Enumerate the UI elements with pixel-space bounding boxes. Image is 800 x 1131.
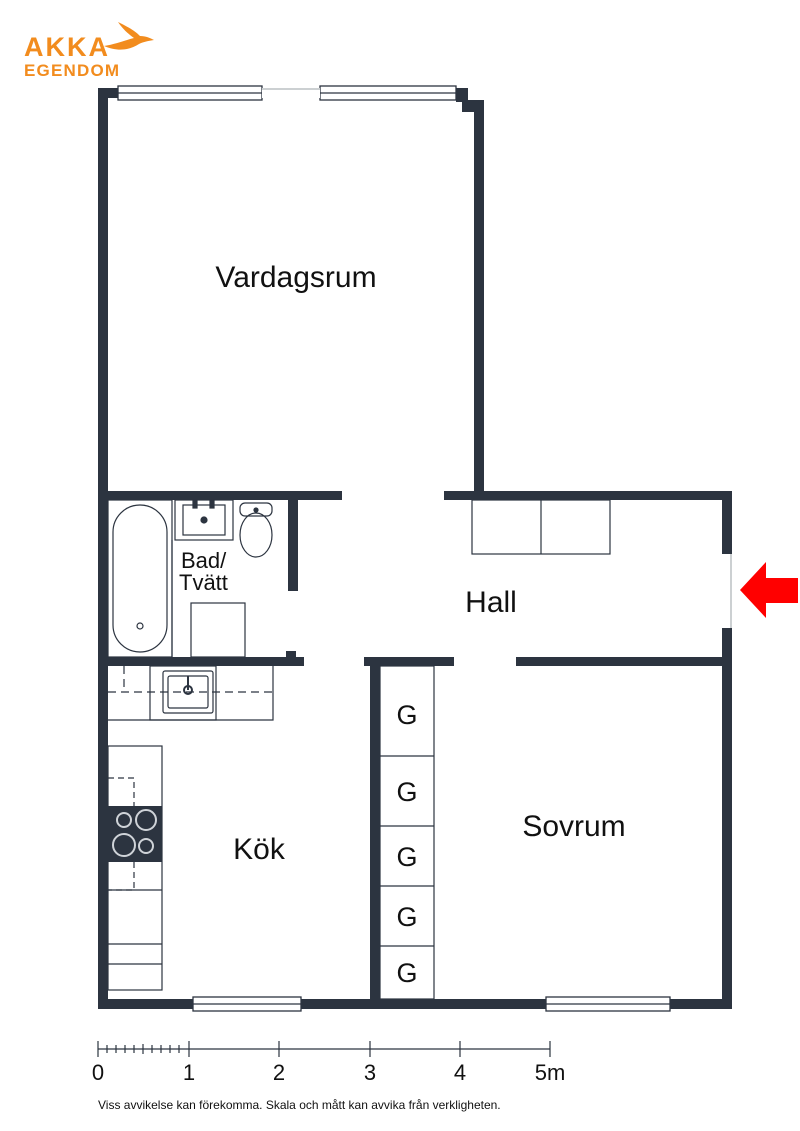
kitchen-sink-icon [162, 670, 214, 714]
wardrobe-label: G [396, 958, 417, 988]
room-label-hall: Hall [465, 586, 517, 619]
washing-machine [190, 602, 246, 658]
hall-wardrobe [471, 499, 611, 555]
wardrobe-label: G [396, 777, 417, 807]
bathtub-icon [112, 504, 168, 653]
scale-tick-label: 3 [364, 1060, 376, 1085]
entrance-arrow-icon [740, 562, 798, 618]
wardrobe-labels: G G G G G [396, 700, 417, 988]
wardrobe-label: G [396, 902, 417, 932]
disclaimer-text: Viss avvikelse kan förekomma. Skala och … [98, 1098, 501, 1112]
window-top-right [319, 85, 457, 101]
kitchen-sink-counter [149, 665, 217, 721]
brand-line1: AKKA [24, 32, 110, 62]
stove-icon [108, 806, 162, 862]
sink-counter [174, 499, 234, 541]
scale-tick-label: 1 [183, 1060, 195, 1085]
window-top-left [117, 85, 263, 101]
bathtub-drain [136, 622, 144, 630]
scale-bar [97, 1041, 551, 1057]
toilet-icon [239, 512, 273, 558]
room-label-bath-line1: Bad/ [181, 548, 227, 573]
wardrobe-label: G [396, 842, 417, 872]
balcony-opening [262, 88, 320, 98]
scale-tick-label: 4 [454, 1060, 466, 1085]
bathtub-frame [107, 499, 173, 658]
bird-icon [104, 22, 154, 50]
window-bedroom [545, 996, 671, 1012]
kitchen-fixtures [107, 665, 274, 991]
sink-icon [182, 504, 226, 536]
room-label-living: Vardagsrum [215, 261, 376, 294]
scale-tick-label: 5m [535, 1060, 566, 1085]
entrance-opening [721, 554, 733, 628]
toilet-tank [239, 502, 273, 517]
room-label-bath-line2: Tvätt [179, 570, 228, 595]
bathroom-fixtures [107, 499, 273, 658]
scale-tick-label: 0 [92, 1060, 104, 1085]
brand-line2: EGENDOM [24, 61, 120, 80]
akka-egendom-logo: AKKA EGENDOM [24, 22, 154, 80]
bedroom-wardrobes [379, 665, 435, 1000]
room-label-bedroom: Sovrum [522, 810, 625, 843]
wardrobe-label: G [396, 700, 417, 730]
room-labels: Vardagsrum Bad/ Tvätt Hall Kök Sovrum [179, 261, 626, 866]
scale-tick-label: 2 [273, 1060, 285, 1085]
window-kitchen [192, 996, 302, 1012]
room-label-kitchen: Kök [233, 833, 286, 866]
kitchen-side-counter [107, 745, 163, 991]
scale-labels: 0 1 2 3 4 5m [92, 1060, 565, 1085]
